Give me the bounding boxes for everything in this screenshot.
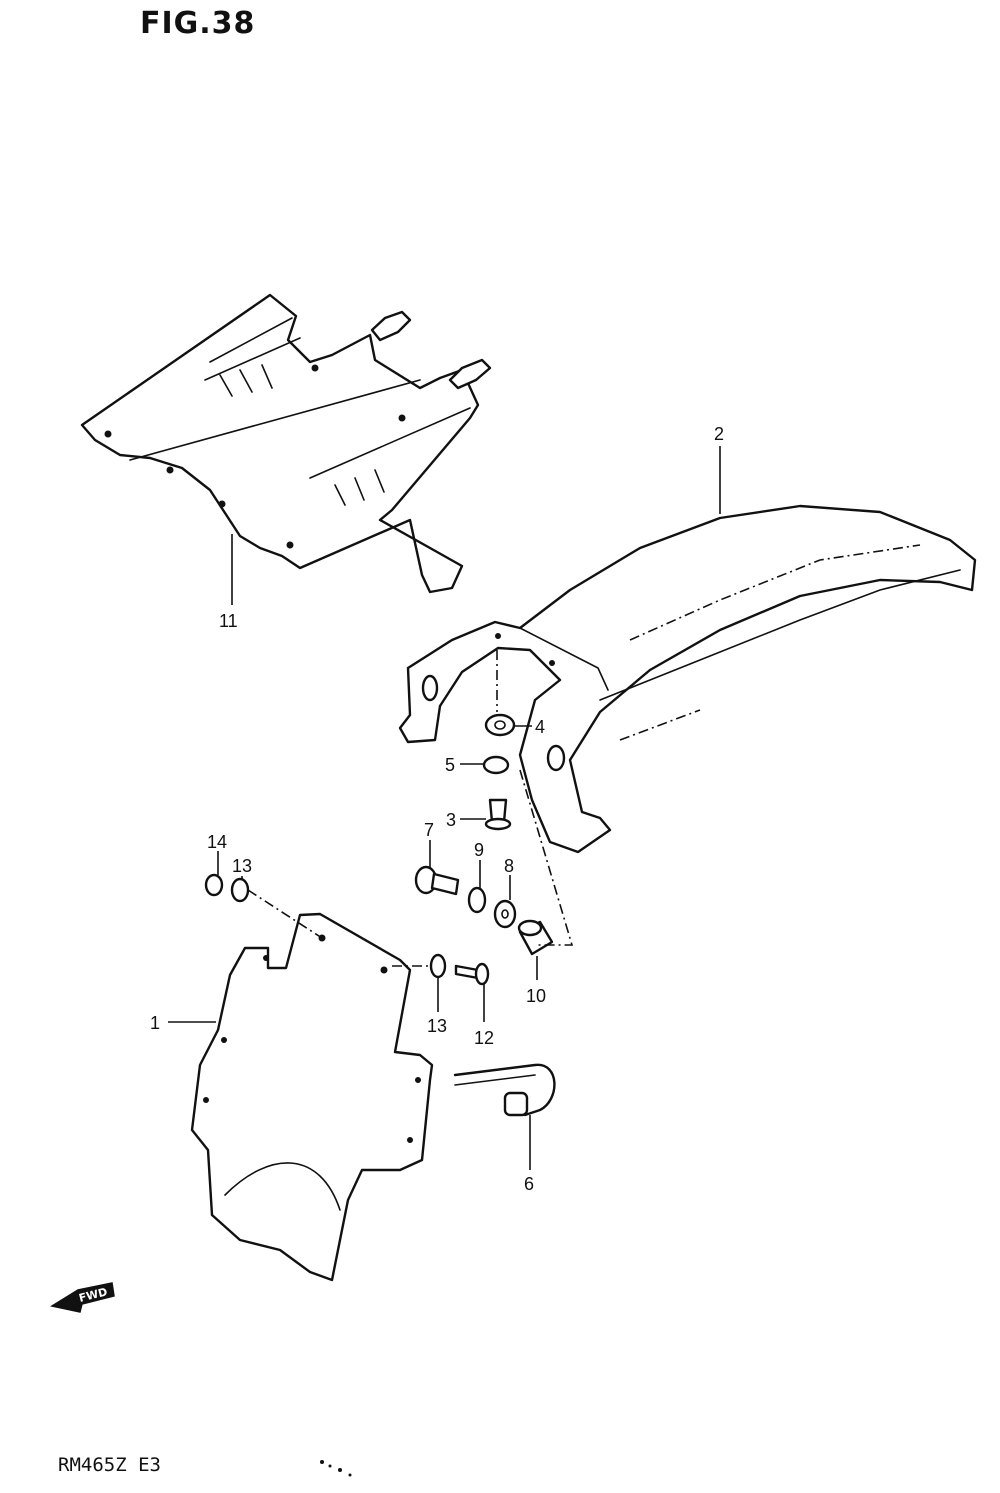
leader-lines [168,446,721,1170]
model-code: RM465Z E3 [58,1454,161,1476]
part-6-clamp [453,1063,556,1117]
callout-part-1: 1 [150,1013,160,1033]
callout-part-5: 5 [445,755,455,775]
callout-part-11: 11 [219,611,238,631]
part-11-undertray [80,293,492,594]
scan-speckle [320,1460,352,1477]
callout-part-7: 7 [424,820,434,840]
figure-title: FIG.38 [140,6,256,41]
callout-part-2: 2 [714,424,724,444]
part-2-rear-fender [398,504,977,854]
callout-part-14: 14 [207,832,227,852]
hardware-group [204,650,574,986]
callout-part-12: 12 [474,1028,494,1048]
part-1-number-plate [190,912,434,1282]
callout-part-10: 10 [526,986,546,1006]
callout-part-13-lower: 13 [427,1016,447,1036]
callout-part-3: 3 [446,810,456,830]
callout-part-13-upper: 13 [232,856,252,876]
callout-part-4: 4 [535,717,545,737]
front-direction-arrow: FWD [50,1282,115,1313]
callout-part-8: 8 [504,856,514,876]
callout-part-9: 9 [474,840,484,860]
callout-part-6: 6 [524,1174,534,1194]
callout-labels: 2 11 4 5 3 7 9 8 10 14 13 13 12 1 6 [150,424,724,1194]
